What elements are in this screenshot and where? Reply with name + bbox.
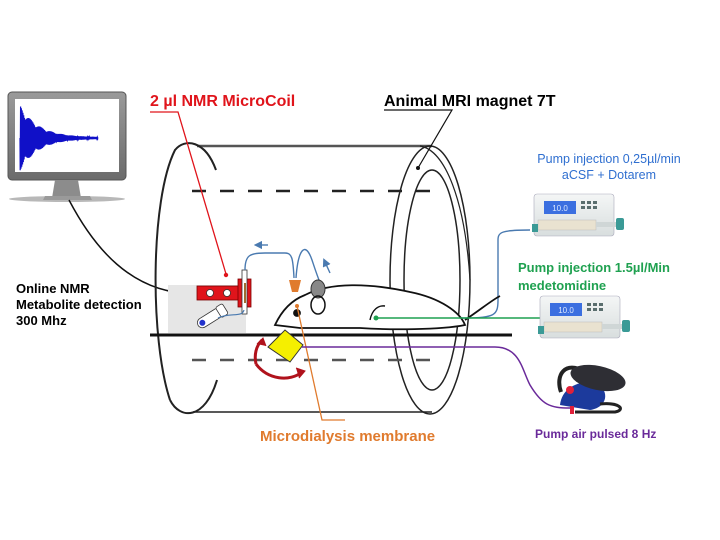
magnet-leader bbox=[384, 109, 454, 169]
mri-magnet bbox=[154, 142, 471, 415]
pump1-display: 10.0 bbox=[552, 204, 568, 213]
air-pump-label: Pump air pulsed 8 Hz bbox=[535, 427, 657, 441]
pump2-display: 10.0 bbox=[558, 306, 574, 315]
nmr-fid-signal bbox=[19, 106, 99, 171]
pump2-label: Pump injection 1.5µl/Min medetomidine bbox=[518, 259, 670, 295]
pump1-line: Pump injection 0,25µl/min bbox=[537, 152, 681, 166]
pump2-line: medetomidine bbox=[518, 278, 607, 293]
foot-air-pump bbox=[557, 364, 626, 414]
nmr-detection-line: Metabolite detection bbox=[16, 297, 142, 312]
air-line bbox=[302, 346, 571, 409]
microcoil-assembly bbox=[168, 269, 252, 333]
monitor-cable bbox=[68, 199, 206, 295]
syringe-pump-1: 10.0 bbox=[532, 193, 624, 237]
probe-inlet bbox=[289, 280, 301, 292]
pump2-line: Pump injection 1.5µl/Min bbox=[518, 260, 670, 275]
pump1-label: Pump injection 0,25µl/min aCSF + Dotarem bbox=[514, 151, 704, 183]
nmr-detection-line: Online NMR bbox=[16, 281, 90, 296]
syringe-pump-2: 10.0 bbox=[538, 295, 630, 339]
pump1-line: aCSF + Dotarem bbox=[561, 168, 657, 182]
monitor-icon bbox=[7, 91, 127, 202]
nmr-detection-label: Online NMR Metabolite detection 300 Mhz bbox=[16, 281, 142, 329]
nmr-detection-line: 300 Mhz bbox=[16, 313, 67, 328]
membrane-label: Microdialysis membrane bbox=[260, 428, 436, 445]
microdialysis-membrane bbox=[267, 329, 304, 363]
rotation-arrow-icon bbox=[253, 337, 306, 380]
membrane-leader bbox=[296, 305, 345, 421]
rat-illustration bbox=[273, 279, 501, 331]
microcoil-label: 2 µl NMR MicroCoil bbox=[150, 93, 296, 110]
microcoil-leader bbox=[150, 111, 227, 275]
magnet-label: Animal MRI magnet 7T bbox=[384, 93, 556, 110]
